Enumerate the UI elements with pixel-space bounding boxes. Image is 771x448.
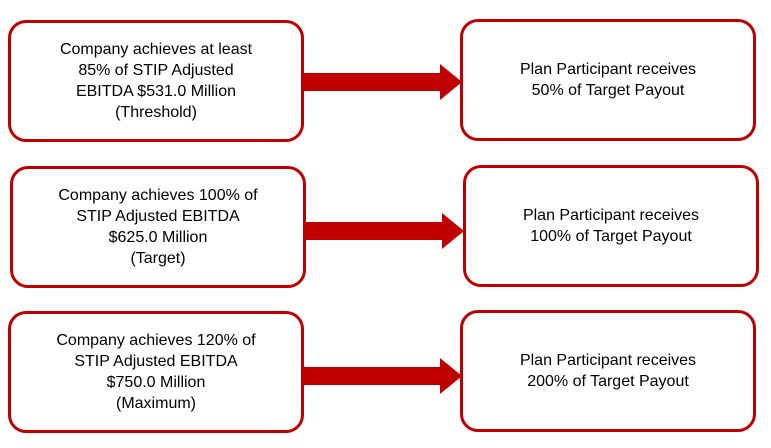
right-arrow-icon	[306, 213, 464, 249]
outcome-line: 50% of Target Payout	[531, 82, 685, 99]
condition-line: Company achieves 100% of	[58, 187, 258, 204]
condition-line: (Maximum)	[116, 395, 196, 412]
condition-line: Company achieves 120% of	[56, 332, 256, 349]
condition-line: STIP Adjusted EBITDA	[74, 353, 238, 370]
condition-box-target: Company achieves 100% of STIP Adjusted E…	[10, 166, 306, 288]
condition-line: (Threshold)	[115, 104, 197, 121]
outcome-line: Plan Participant receives	[519, 352, 697, 369]
condition-box-maximum: Company achieves 120% of STIP Adjusted E…	[8, 311, 304, 433]
outcome-line: 100% of Target Payout	[530, 228, 692, 245]
condition-line: Company achieves at least	[59, 41, 253, 58]
condition-box-threshold: Company achieves at least 85% of STIP Ad…	[8, 20, 304, 142]
condition-line: (Target)	[130, 250, 186, 267]
outcome-line: Plan Participant receives	[519, 61, 697, 78]
outcome-line: Plan Participant receives	[522, 207, 700, 224]
right-arrow-icon	[304, 64, 462, 100]
condition-line: $750.0 Million	[106, 374, 206, 391]
condition-line: $625.0 Million	[108, 229, 208, 246]
outcome-line: 200% of Target Payout	[527, 373, 689, 390]
outcome-box-target: Plan Participant receives 100% of Target…	[463, 165, 759, 287]
condition-line: STIP Adjusted EBITDA	[76, 208, 240, 225]
outcome-box-threshold: Plan Participant receives 50% of Target …	[460, 19, 756, 141]
right-arrow-icon	[304, 358, 462, 394]
condition-line: 85% of STIP Adjusted	[78, 62, 234, 79]
outcome-box-maximum: Plan Participant receives 200% of Target…	[460, 310, 756, 432]
condition-line: EBITDA $531.0 Million	[75, 83, 237, 100]
